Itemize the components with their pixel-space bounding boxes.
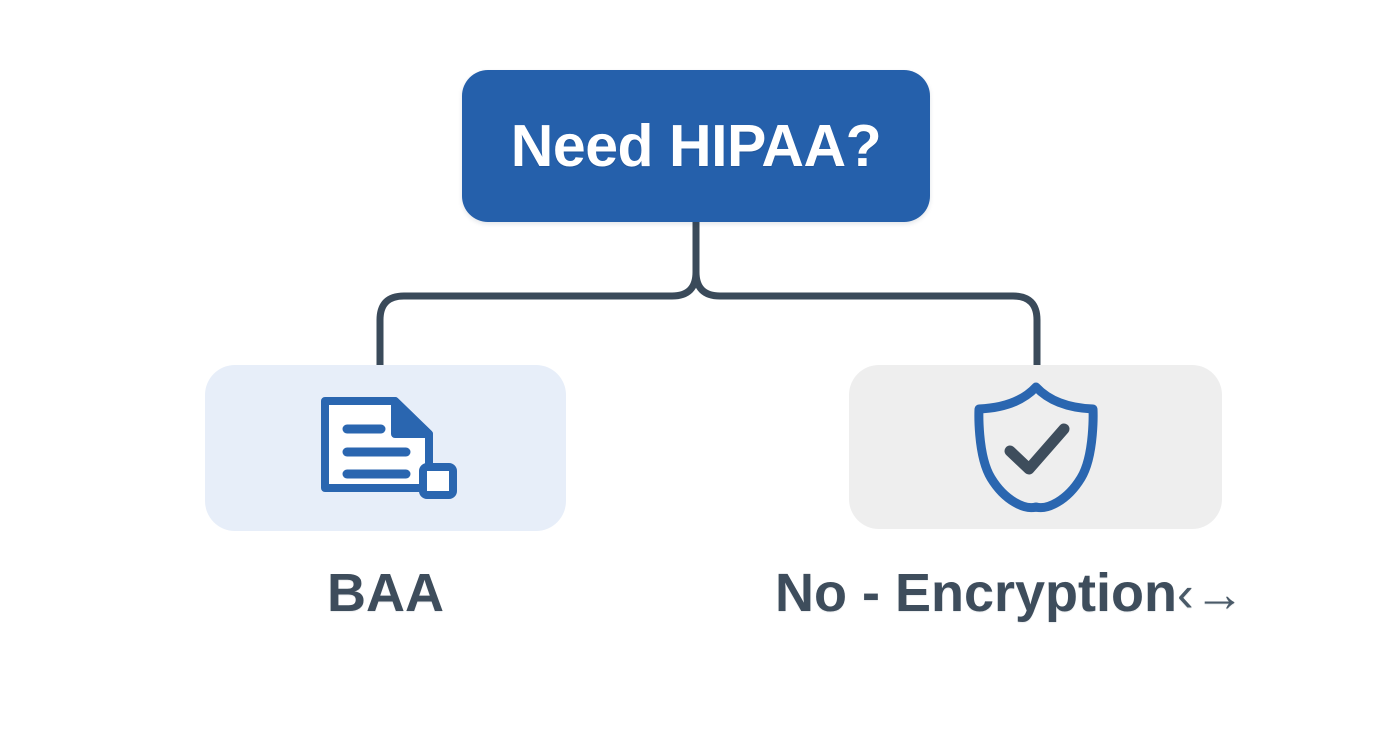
- branch-card-encryption[interactable]: [849, 365, 1222, 529]
- branch-label-encryption: No - Encryption‹→: [775, 566, 1246, 620]
- connector-stem-and-branches: [376, 218, 700, 370]
- shield-check-icon: [973, 382, 1098, 513]
- connector-branch-right: [692, 218, 1041, 370]
- document-icon: [320, 397, 457, 499]
- root-node-need-hipaa[interactable]: Need HIPAA?: [462, 70, 930, 222]
- branch-label-encryption-text: No - Encryption: [775, 563, 1177, 623]
- root-node-label: Need HIPAA?: [510, 112, 882, 179]
- branch-card-baa[interactable]: [205, 365, 566, 531]
- branch-label-baa: BAA: [327, 563, 444, 623]
- chevron-arrow-icon: ‹→: [1177, 566, 1246, 622]
